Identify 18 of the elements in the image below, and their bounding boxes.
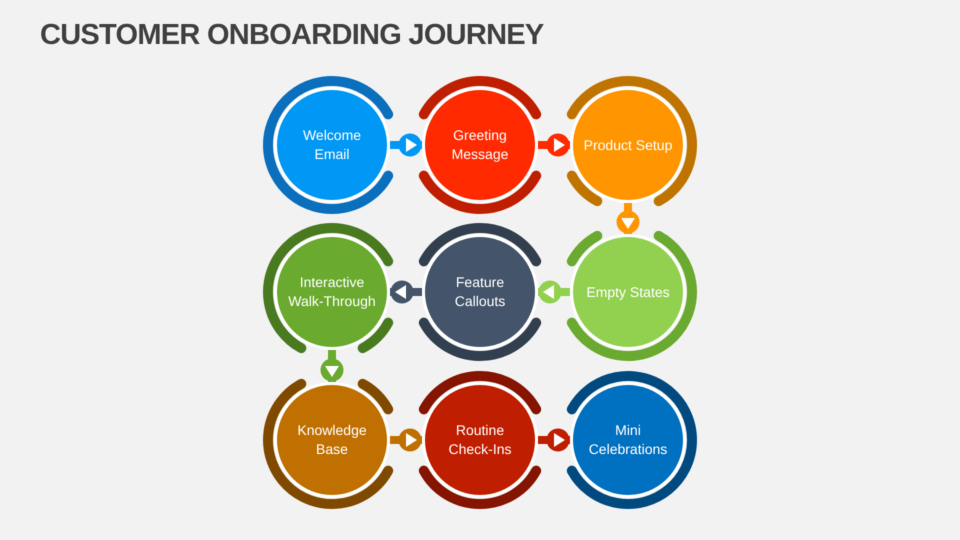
step-label: Knowledge Base [296, 421, 368, 459]
step-label: Greeting Message [450, 126, 510, 164]
arrow-connector [538, 138, 570, 152]
arrow-connector [538, 285, 570, 299]
step-label: Welcome Email [302, 126, 362, 164]
step-label: Routine Check-Ins [447, 421, 513, 459]
step-label: Mini Celebrations [588, 421, 668, 459]
arrow-connector [538, 433, 570, 447]
arrow-connector [390, 285, 422, 299]
arrow-connector [621, 203, 635, 234]
arrow-connector [390, 138, 422, 152]
step-label: Feature Callouts [454, 273, 506, 311]
step-label: Interactive Walk-Through [287, 273, 377, 311]
arrow-connector [390, 433, 422, 447]
step-label: Product Setup [584, 136, 672, 154]
title: CUSTOMER ONBOARDING JOURNEY [40, 18, 544, 53]
step-label: Empty States [586, 282, 670, 302]
arrow-connector [325, 350, 339, 382]
